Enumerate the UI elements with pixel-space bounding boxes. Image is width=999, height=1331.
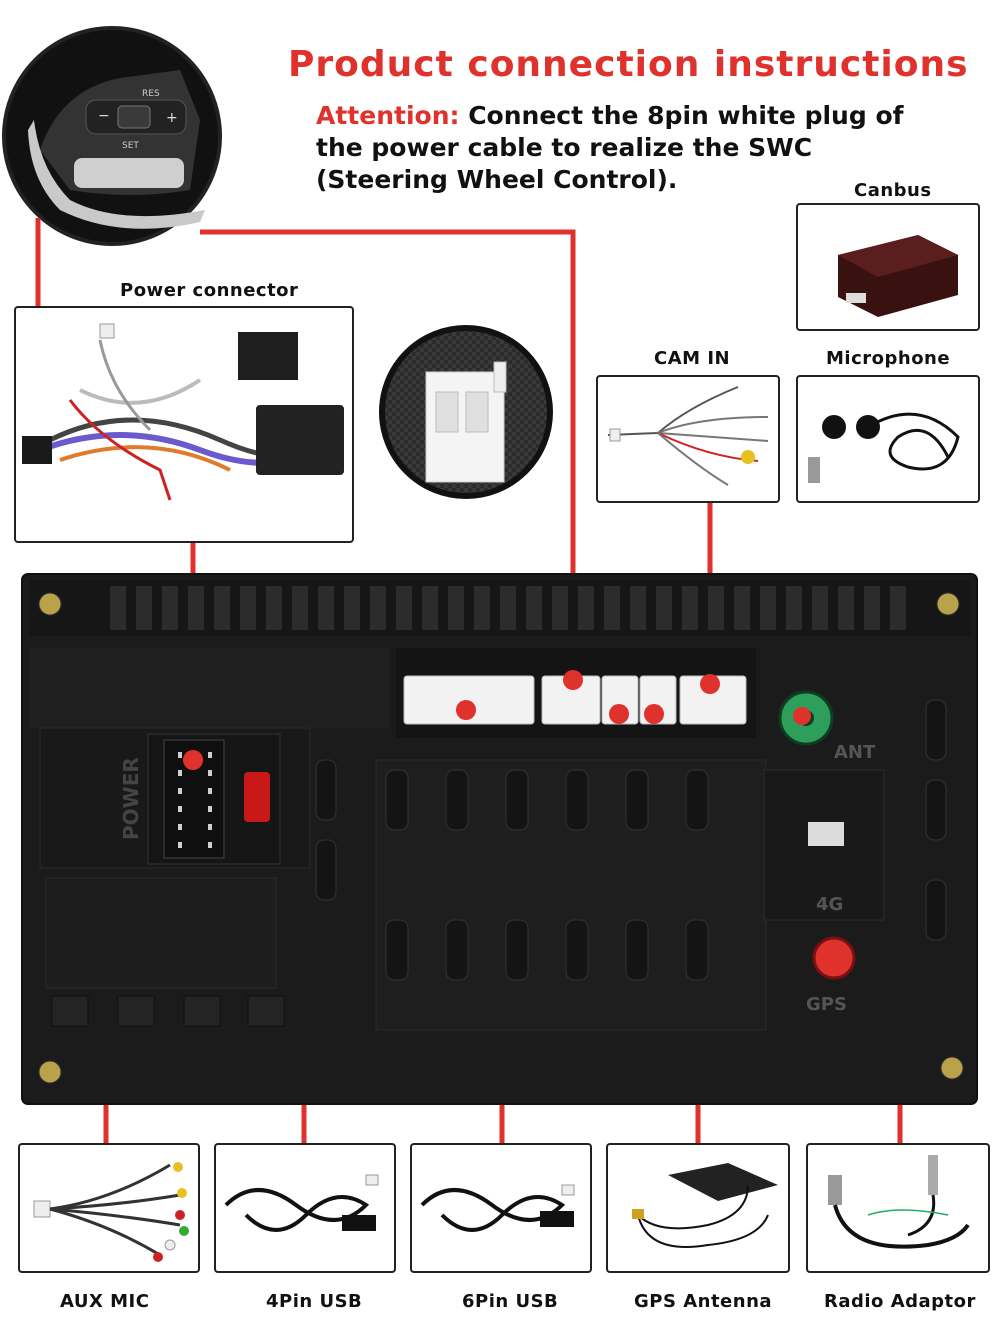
- gps-antenna-box: [606, 1143, 790, 1273]
- screw-bottom-left: [38, 1060, 62, 1084]
- power-marking: POWER: [119, 757, 143, 840]
- microphone-box: [796, 375, 980, 503]
- gps-antenna-label: GPS Antenna: [634, 1291, 773, 1312]
- power-connector-box: [14, 306, 354, 543]
- aux-mic-box: [18, 1143, 200, 1273]
- radio-adaptor-label: Radio Adaptor: [824, 1291, 976, 1312]
- cam-in-cable-image: [607, 386, 769, 486]
- attention-note: Attention: Connect the 8pin white plug o…: [316, 100, 916, 196]
- canbus-image: [838, 235, 958, 317]
- cam-in-box: [596, 375, 780, 503]
- screw-bottom-right: [940, 1056, 964, 1080]
- head-unit-rear: POWER ANT 4G GPS: [21, 573, 978, 1105]
- radio-adaptor-box: [806, 1143, 990, 1273]
- svg-text:−: −: [98, 108, 110, 124]
- usb-4pin-label: 4Pin USB: [266, 1291, 363, 1312]
- canbus-label: Canbus: [854, 180, 932, 201]
- connection-dots: [183, 670, 811, 770]
- power-harness-image: [22, 323, 344, 501]
- wheel-set-label: SET: [122, 141, 139, 151]
- attention-text: Connect the 8pin white plug of the power…: [316, 101, 904, 194]
- page-title: Product connection instructions: [288, 44, 969, 85]
- gps-socket: [812, 936, 856, 980]
- power-connector-label: Power connector: [120, 280, 299, 301]
- radio-adaptor-image: [828, 1155, 970, 1249]
- usb-4pin-box: [214, 1143, 396, 1273]
- usb-6pin-box: [410, 1143, 592, 1273]
- gps-antenna-image: [632, 1163, 778, 1248]
- screw-top-left: [38, 592, 62, 616]
- ant-marking: ANT: [834, 742, 876, 763]
- usb-6pin-cable-image: [420, 1184, 575, 1232]
- microphone-image: [808, 412, 960, 483]
- attention-prefix: Attention:: [316, 101, 460, 130]
- canbus-box: [796, 203, 980, 331]
- steering-wheel-control-image: RES SET − +: [2, 26, 222, 246]
- wheel-res-label: RES: [142, 89, 160, 99]
- fuse: [244, 772, 270, 822]
- svg-text:+: +: [166, 110, 178, 126]
- cam-in-label: CAM IN: [654, 348, 731, 369]
- usb-4pin-cable-image: [224, 1174, 379, 1232]
- 4g-marking: 4G: [816, 894, 843, 915]
- usb-6pin-label: 6Pin USB: [462, 1291, 559, 1312]
- aux-mic-label: AUX MIC: [60, 1291, 150, 1312]
- gps-marking: GPS: [806, 994, 847, 1015]
- screw-top-right: [936, 592, 960, 616]
- white-8pin-plug-image: [379, 325, 553, 499]
- aux-mic-cable-image: [33, 1162, 189, 1262]
- microphone-label: Microphone: [826, 348, 951, 369]
